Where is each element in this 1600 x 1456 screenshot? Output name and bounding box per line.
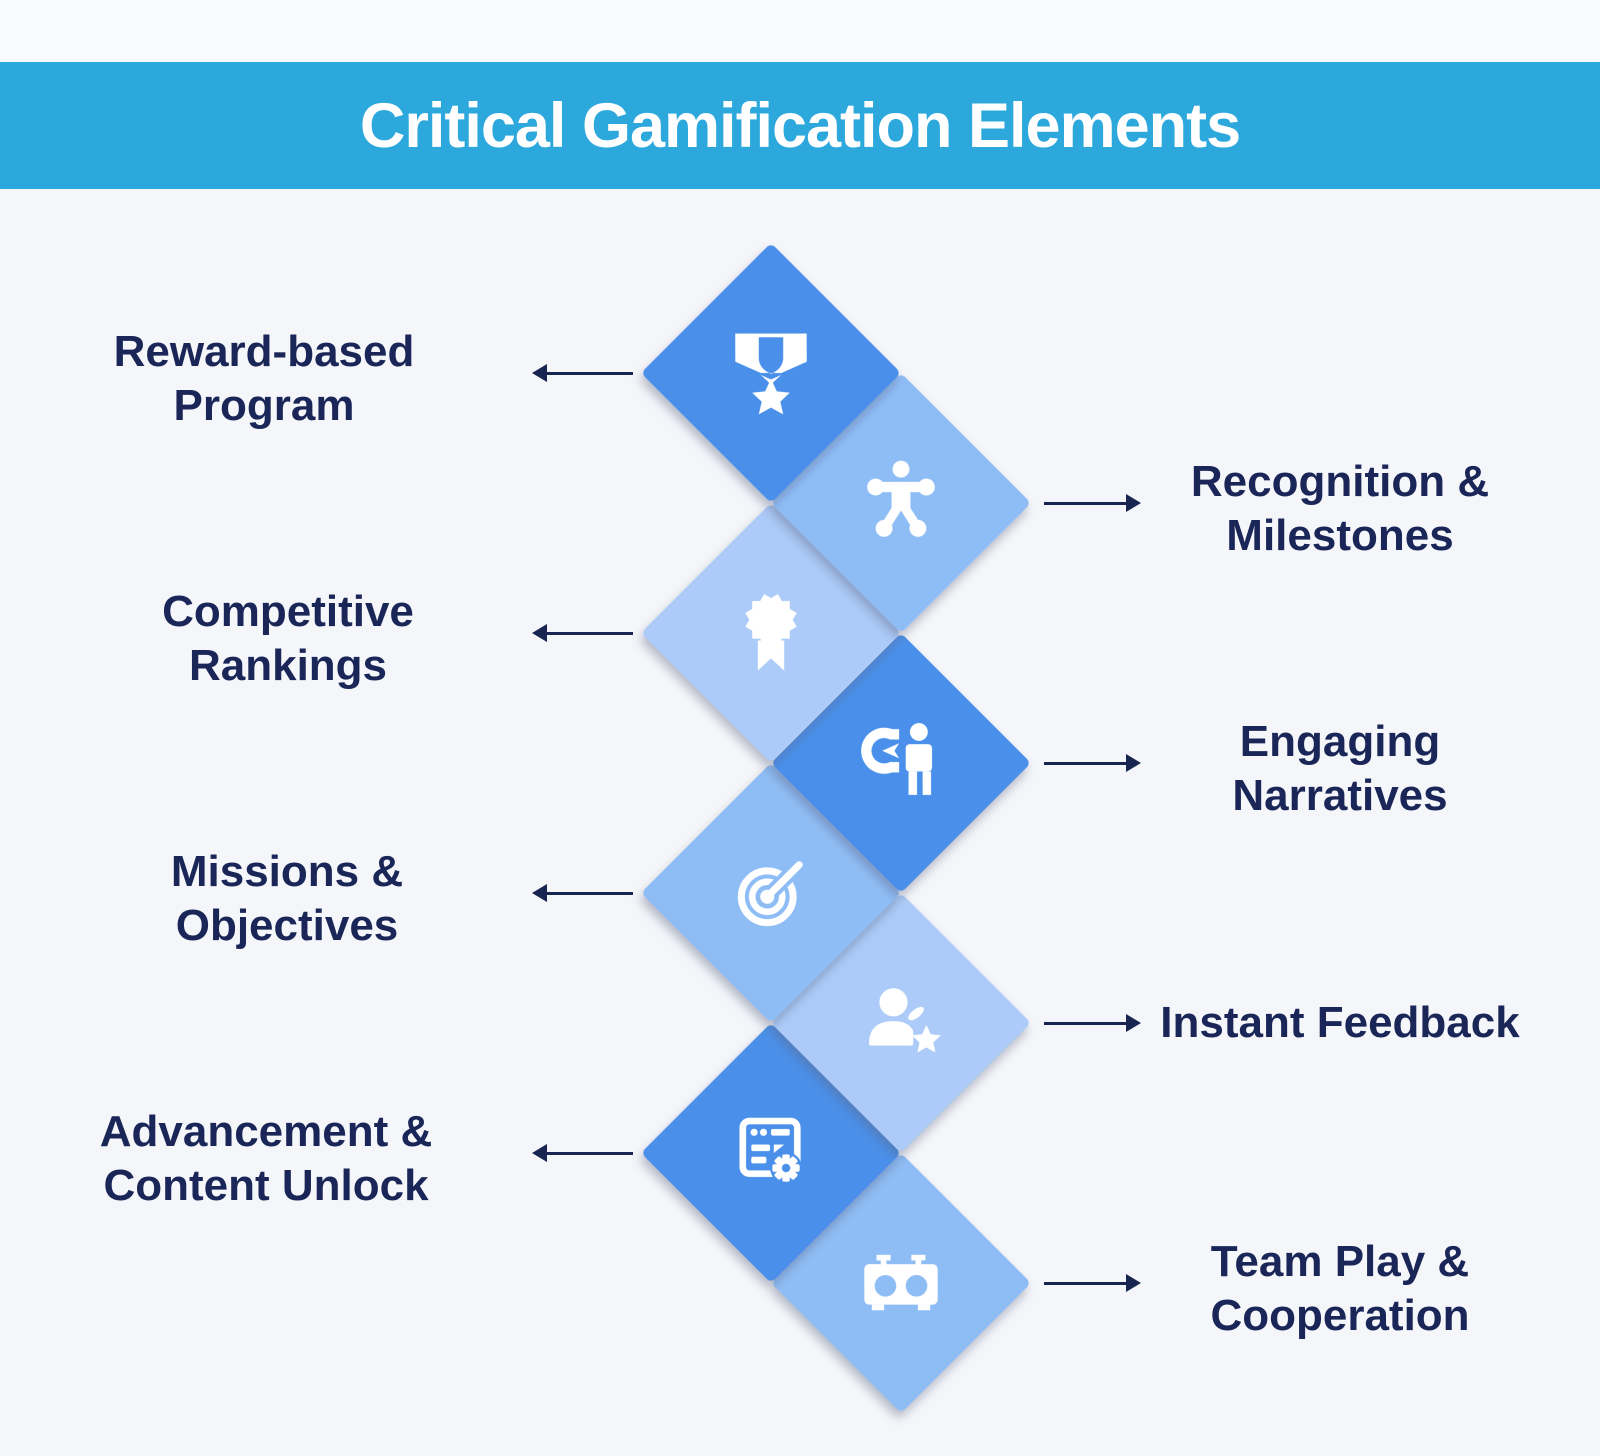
target-icon: [724, 846, 818, 940]
arrow-right-icon: [1044, 501, 1126, 505]
game-clock-icon: [854, 1236, 948, 1330]
medal-icon: [724, 326, 818, 420]
label-recognition-milestones: Recognition & Milestones: [1191, 455, 1489, 563]
label-team-play-cooperation: Team Play & Cooperation: [1210, 1235, 1469, 1343]
label-line: Team Play &: [1210, 1237, 1470, 1286]
label-line: Content Unlock: [103, 1161, 429, 1210]
label-line: Missions &: [170, 847, 404, 896]
arrow-left-icon: [547, 371, 633, 375]
label-line: Narratives: [1232, 771, 1448, 820]
arrow-right-icon: [1044, 761, 1126, 765]
arrow-right-icon: [1044, 1021, 1126, 1025]
label-line: Cooperation: [1210, 1291, 1470, 1340]
label-advancement-content-unlock: Advancement & Content Unlock: [100, 1105, 433, 1213]
arrow-left-icon: [547, 631, 633, 635]
label-instant-feedback: Instant Feedback: [1160, 996, 1519, 1050]
arrow-left-icon: [547, 1151, 633, 1155]
person-star-icon: [854, 976, 948, 1070]
label-line: Instant Feedback: [1160, 998, 1520, 1047]
label-line: Reward-based: [113, 327, 415, 376]
label-line: Objectives: [175, 901, 399, 950]
label-missions-objectives: Missions & Objectives: [171, 845, 403, 953]
label-line: Recognition &: [1190, 457, 1490, 506]
label-line: Milestones: [1226, 511, 1454, 560]
arrow-left-icon: [547, 891, 633, 895]
label-line: Engaging: [1239, 717, 1441, 766]
magnet-person-icon: [854, 716, 948, 810]
window-settings-icon: [724, 1106, 818, 1200]
label-line: Competitive: [162, 587, 414, 636]
top-strip: [0, 0, 1600, 62]
label-line: Program: [173, 381, 355, 430]
rosette-icon: [724, 586, 818, 680]
label-line: Advancement &: [99, 1107, 433, 1156]
header-banner: Critical Gamification Elements: [0, 62, 1600, 189]
label-line: Rankings: [188, 641, 388, 690]
arrow-right-icon: [1044, 1281, 1126, 1285]
page-title: Critical Gamification Elements: [359, 90, 1241, 161]
person-arms-out-icon: [854, 456, 948, 550]
